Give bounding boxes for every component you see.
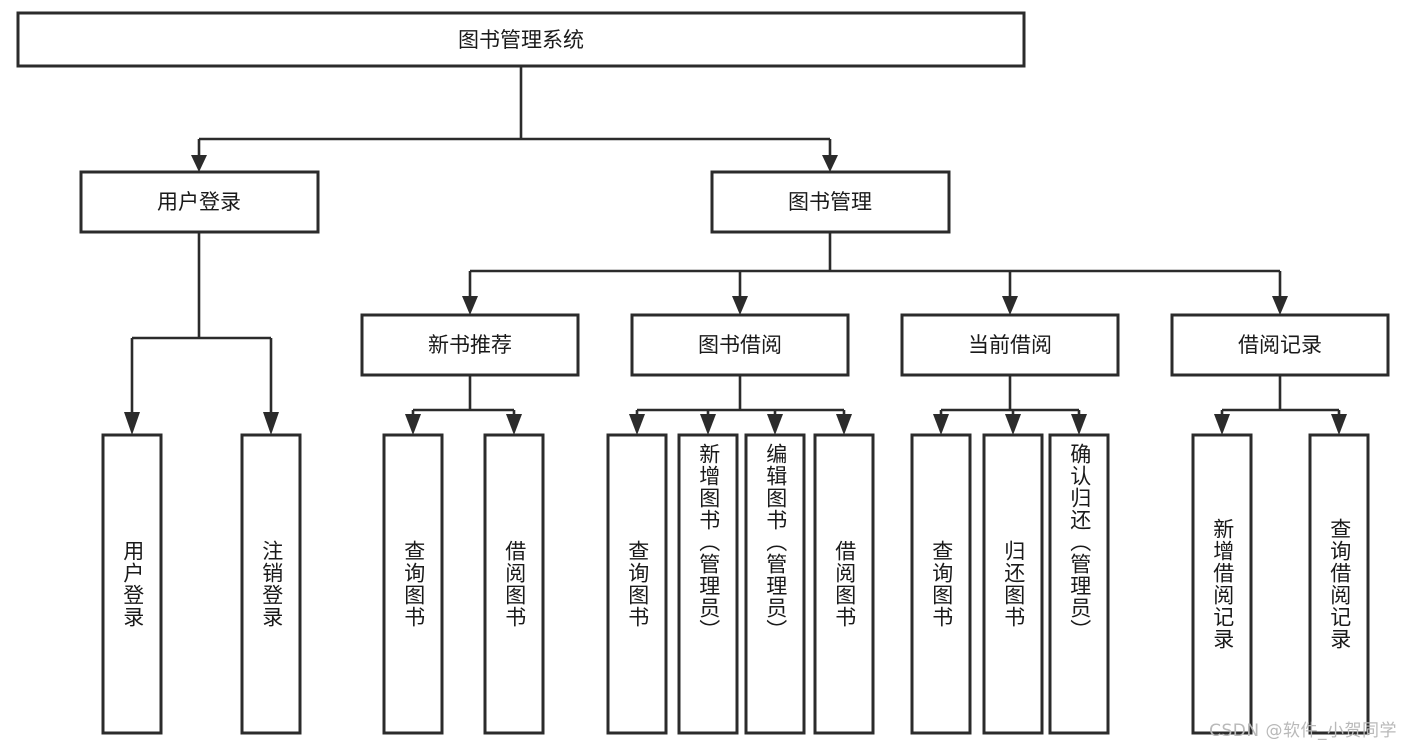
leaf-box-cb-return[interactable]: [982, 433, 1044, 735]
node-root[interactable]: 图书管理系统: [16, 11, 1026, 68]
arrow-br-leaf-1: [1214, 414, 1230, 435]
arrow-bb-leaf-4: [836, 414, 852, 435]
arrow-root-to-book-manage: [822, 155, 838, 172]
arrow-cb-leaf-2: [1005, 414, 1021, 435]
leaf-box-bb-add[interactable]: [677, 433, 739, 735]
node-user-login-box[interactable]: [79, 170, 320, 234]
arrow-to-book-borrow: [732, 296, 748, 315]
arrow-nb-leaf-2: [506, 414, 522, 435]
leaf-box-nb-query[interactable]: [382, 433, 444, 735]
arrow-root-to-user-login: [191, 155, 207, 172]
node-book-borrow-box[interactable]: [630, 313, 850, 377]
node-new-book-recommend[interactable]: 新书推荐: [360, 313, 580, 377]
leaf-box-bb-query[interactable]: [606, 433, 668, 735]
leaf-box-nb-borrow[interactable]: [483, 433, 545, 735]
leaf-box-cb-confirm[interactable]: [1048, 433, 1110, 735]
node-new-book-recommend-label: 新书推荐: [428, 333, 512, 357]
node-borrow-record-label: 借阅记录: [1238, 333, 1322, 357]
node-current-borrow-label: 当前借阅: [968, 333, 1052, 357]
arrow-br-leaf-2: [1331, 414, 1347, 435]
leaf-box-bb-edit[interactable]: [744, 433, 806, 735]
leaf-box-bb-borrow[interactable]: [813, 433, 875, 735]
leaf-box-layer: [101, 433, 1370, 735]
arrow-bb-leaf-3: [767, 414, 783, 435]
node-book-borrow-label: 图书借阅: [698, 333, 782, 357]
node-book-manage[interactable]: 图书管理: [710, 170, 951, 234]
connector-layer: [124, 66, 1347, 435]
node-root-box[interactable]: [16, 11, 1026, 68]
arrow-cb-leaf-3: [1071, 414, 1087, 435]
arrow-user-login-leaf-2: [263, 412, 279, 435]
node-book-manage-label: 图书管理: [788, 190, 872, 214]
node-book-borrow[interactable]: 图书借阅: [630, 313, 850, 377]
csdn-watermark: CSDN @软件_小贺同学: [1209, 721, 1397, 741]
node-current-borrow-box[interactable]: [900, 313, 1120, 377]
leaf-box-user-logout[interactable]: [240, 433, 302, 735]
leaf-box-user-login[interactable]: [101, 433, 163, 735]
node-book-manage-box[interactable]: [710, 170, 951, 234]
node-user-login[interactable]: 用户登录: [79, 170, 320, 234]
leaf-box-cb-query[interactable]: [910, 433, 972, 735]
node-borrow-record[interactable]: 借阅记录: [1170, 313, 1390, 377]
arrow-cb-leaf-1: [933, 414, 949, 435]
arrow-bb-leaf-2: [700, 414, 716, 435]
node-current-borrow[interactable]: 当前借阅: [900, 313, 1120, 377]
arrow-to-new-book-recommend: [462, 296, 478, 315]
leaf-box-br-query[interactable]: [1308, 433, 1370, 735]
leaf-box-br-add[interactable]: [1191, 433, 1253, 735]
node-user-login-label: 用户登录: [157, 190, 241, 214]
arrow-nb-leaf-1: [405, 414, 421, 435]
node-root-label: 图书管理系统: [458, 28, 584, 52]
arrow-bb-leaf-1: [629, 414, 645, 435]
arrow-to-borrow-record: [1272, 296, 1288, 315]
node-new-book-recommend-box[interactable]: [360, 313, 580, 377]
arrow-user-login-leaf-1: [124, 412, 140, 435]
node-borrow-record-box[interactable]: [1170, 313, 1390, 377]
arrow-to-current-borrow: [1002, 296, 1018, 315]
